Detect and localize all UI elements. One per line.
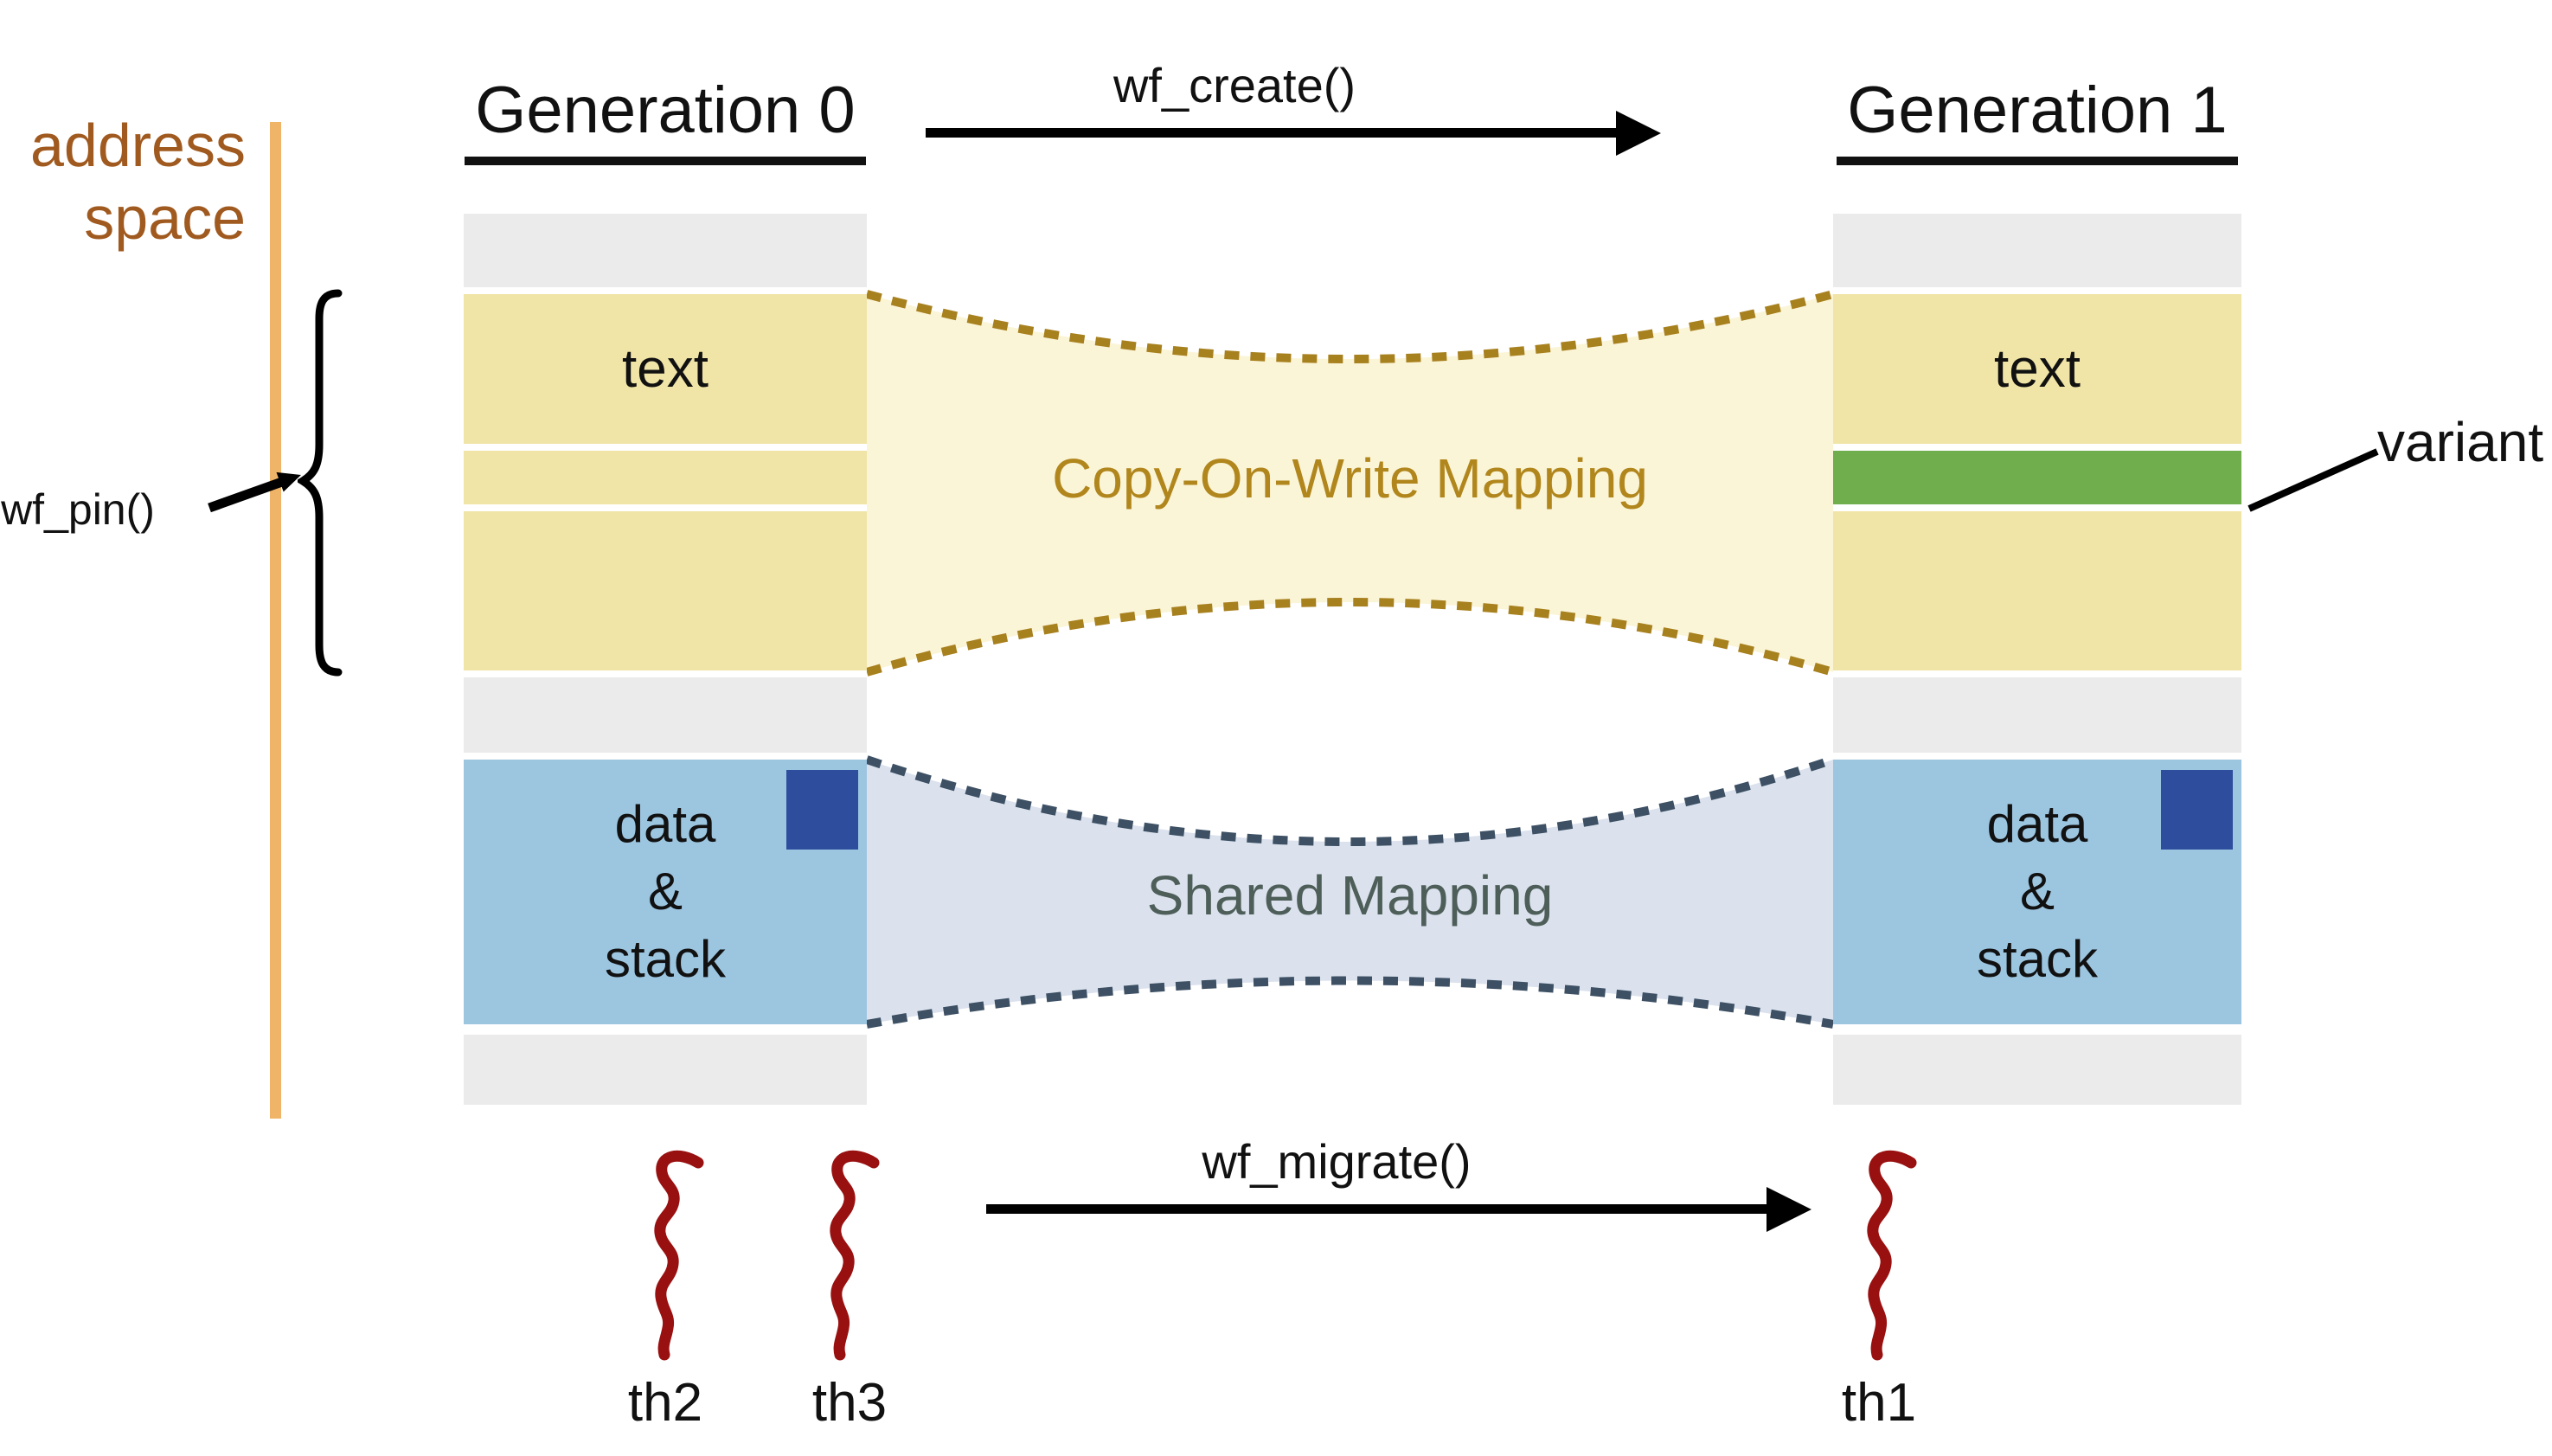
thread-squiggle-th2 (654, 1150, 704, 1361)
gen1-yellow-block-lower (1833, 511, 2241, 670)
gen1-gray-block-bottom (1833, 1035, 2241, 1105)
gen0-data-stack-block: data & stack (464, 760, 867, 1024)
gen1-data-stack-label: data & stack (1976, 795, 2099, 988)
wf-create-arrow-head (1616, 111, 1661, 156)
address-space-label: address space (0, 109, 246, 254)
wf-pin-label: wf_pin() (1, 485, 155, 534)
thread-squiggle-th3 (830, 1150, 880, 1361)
gen0-data-stack-label: data & stack (604, 795, 727, 988)
wf-create-label: wf_create() (1112, 58, 1356, 112)
wf-create-arrow-line (926, 128, 1618, 138)
gen0-text-block-label: text (622, 339, 709, 399)
address-space-axis-line (270, 122, 281, 1119)
gen1-data-stack-block: data & stack (1833, 760, 2241, 1024)
thread-squiggle-th1 (1867, 1150, 1917, 1361)
address-space-line2: space (84, 184, 246, 252)
thread-label-th2: th2 (627, 1373, 703, 1433)
gen0-gray-block-middle (464, 677, 867, 753)
gen0-yellow-strip (464, 451, 867, 504)
gen1-gray-block-top (1833, 214, 2241, 287)
cow-mapping-region (867, 290, 1833, 677)
gen0-pinned-page-square (786, 770, 858, 850)
generation0-title: Generation 0 (464, 73, 867, 165)
shared-mapping-region (867, 755, 1833, 1029)
thread-label-th1: th1 (1841, 1373, 1917, 1433)
gen1-text-block-label: text (1994, 339, 2081, 399)
generation0-title-text: Generation 0 (465, 73, 866, 165)
cow-top-dashed-curve (867, 290, 1833, 363)
generation1-title: Generation 1 (1833, 73, 2241, 165)
variant-leader-line (2247, 448, 2379, 512)
wf-pin-arrow (208, 471, 301, 513)
wf-migrate-arrow-head (1767, 1187, 1811, 1232)
shared-bottom-dashed-curve (867, 976, 1833, 1029)
gen1-text-block: text (1833, 294, 2241, 444)
wf-migrate-label: wf_migrate() (1202, 1134, 1472, 1189)
gen1-gray-block-middle (1833, 677, 2241, 753)
generation1-title-text: Generation 1 (1837, 73, 2238, 165)
address-space-line1: address (29, 112, 246, 179)
cow-bottom-dashed-curve (867, 598, 1833, 677)
gen1-pinned-page-square (2161, 770, 2233, 850)
cow-mapping-label: Copy-On-Write Mapping (1052, 447, 1648, 510)
variant-label: variant (2377, 411, 2544, 473)
gen0-text-block: text (464, 294, 867, 444)
thread-label-th3: th3 (811, 1373, 888, 1433)
gen0-yellow-block-lower (464, 511, 867, 670)
shared-mapping-label: Shared Mapping (1146, 864, 1554, 927)
shared-top-dashed-curve (867, 755, 1833, 846)
gen1-variant-bar (1833, 451, 2241, 504)
pinned-region-brace (298, 289, 343, 677)
wf-migrate-arrow-line (986, 1204, 1768, 1214)
gen0-gray-block-top (464, 214, 867, 287)
gen0-gray-block-bottom (464, 1035, 867, 1105)
